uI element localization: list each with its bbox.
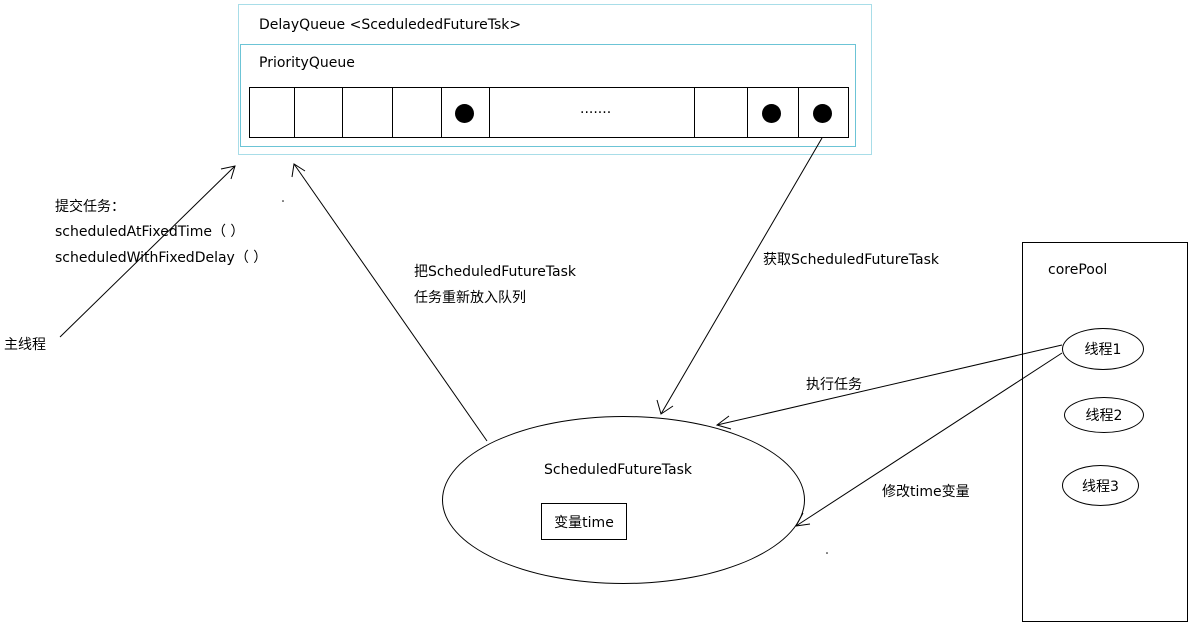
fetch-label: 获取ScheduledFutureTask: [763, 252, 940, 268]
submit-arrowhead: [220, 165, 236, 180]
queue-slot-filled: [441, 87, 490, 138]
submit-task-title: 提交任务：: [55, 199, 125, 215]
thread-2-node: 线程2: [1064, 397, 1144, 433]
requeue-label-line1: 把ScheduledFutureTask: [414, 264, 577, 280]
requeue-label-line2: 任务重新放入队列: [414, 290, 526, 306]
time-variable-box: 变量time: [541, 503, 627, 540]
delay-queue-box: [238, 4, 872, 155]
execute-arrowhead: [715, 415, 732, 430]
queue-slot: [392, 87, 442, 138]
queue-slot: [249, 87, 295, 138]
thread-1-node: 线程1: [1062, 328, 1144, 370]
execute-arrow-line: [716, 344, 1063, 426]
submit-method-fixed-delay: scheduledWithFixedDelay（ ）: [55, 250, 268, 266]
modify-arrow-line: [795, 352, 1063, 527]
main-thread-label: 主线程: [4, 337, 46, 353]
execute-label: 执行任务: [806, 377, 862, 393]
task-dot: [455, 104, 474, 123]
task-title: ScheduledFutureTask: [544, 462, 693, 478]
scheduled-future-task-node: [442, 416, 805, 584]
task-dot: [762, 104, 781, 123]
submit-method-fixed-time: scheduledAtFixedTime（ ）: [55, 224, 245, 240]
modify-label: 修改time变量: [882, 484, 970, 500]
queue-cells: .......: [249, 87, 849, 138]
core-pool-title: corePool: [1048, 262, 1108, 278]
priority-queue-box: [240, 44, 856, 147]
submit-arrow-line: [59, 165, 236, 338]
queue-slot-filled: [798, 87, 849, 138]
delay-queue-title: DelayQueue <ScedulededFutureTsk>: [259, 17, 522, 33]
fetch-arrowhead: [656, 399, 674, 415]
queue-slot-filled: [747, 87, 799, 138]
thread-3-node: 线程3: [1062, 465, 1139, 506]
stray-dot: [282, 200, 284, 202]
requeue-arrow-line: [293, 163, 488, 442]
priority-queue-title: PriorityQueue: [259, 55, 355, 71]
queue-slot-ellipsis: .......: [489, 87, 695, 138]
fetch-arrow-line: [660, 137, 823, 415]
requeue-arrowhead: [291, 163, 306, 178]
queue-ellipsis: .......: [580, 101, 612, 117]
stray-dot: [826, 552, 828, 554]
task-dot: [813, 104, 832, 123]
